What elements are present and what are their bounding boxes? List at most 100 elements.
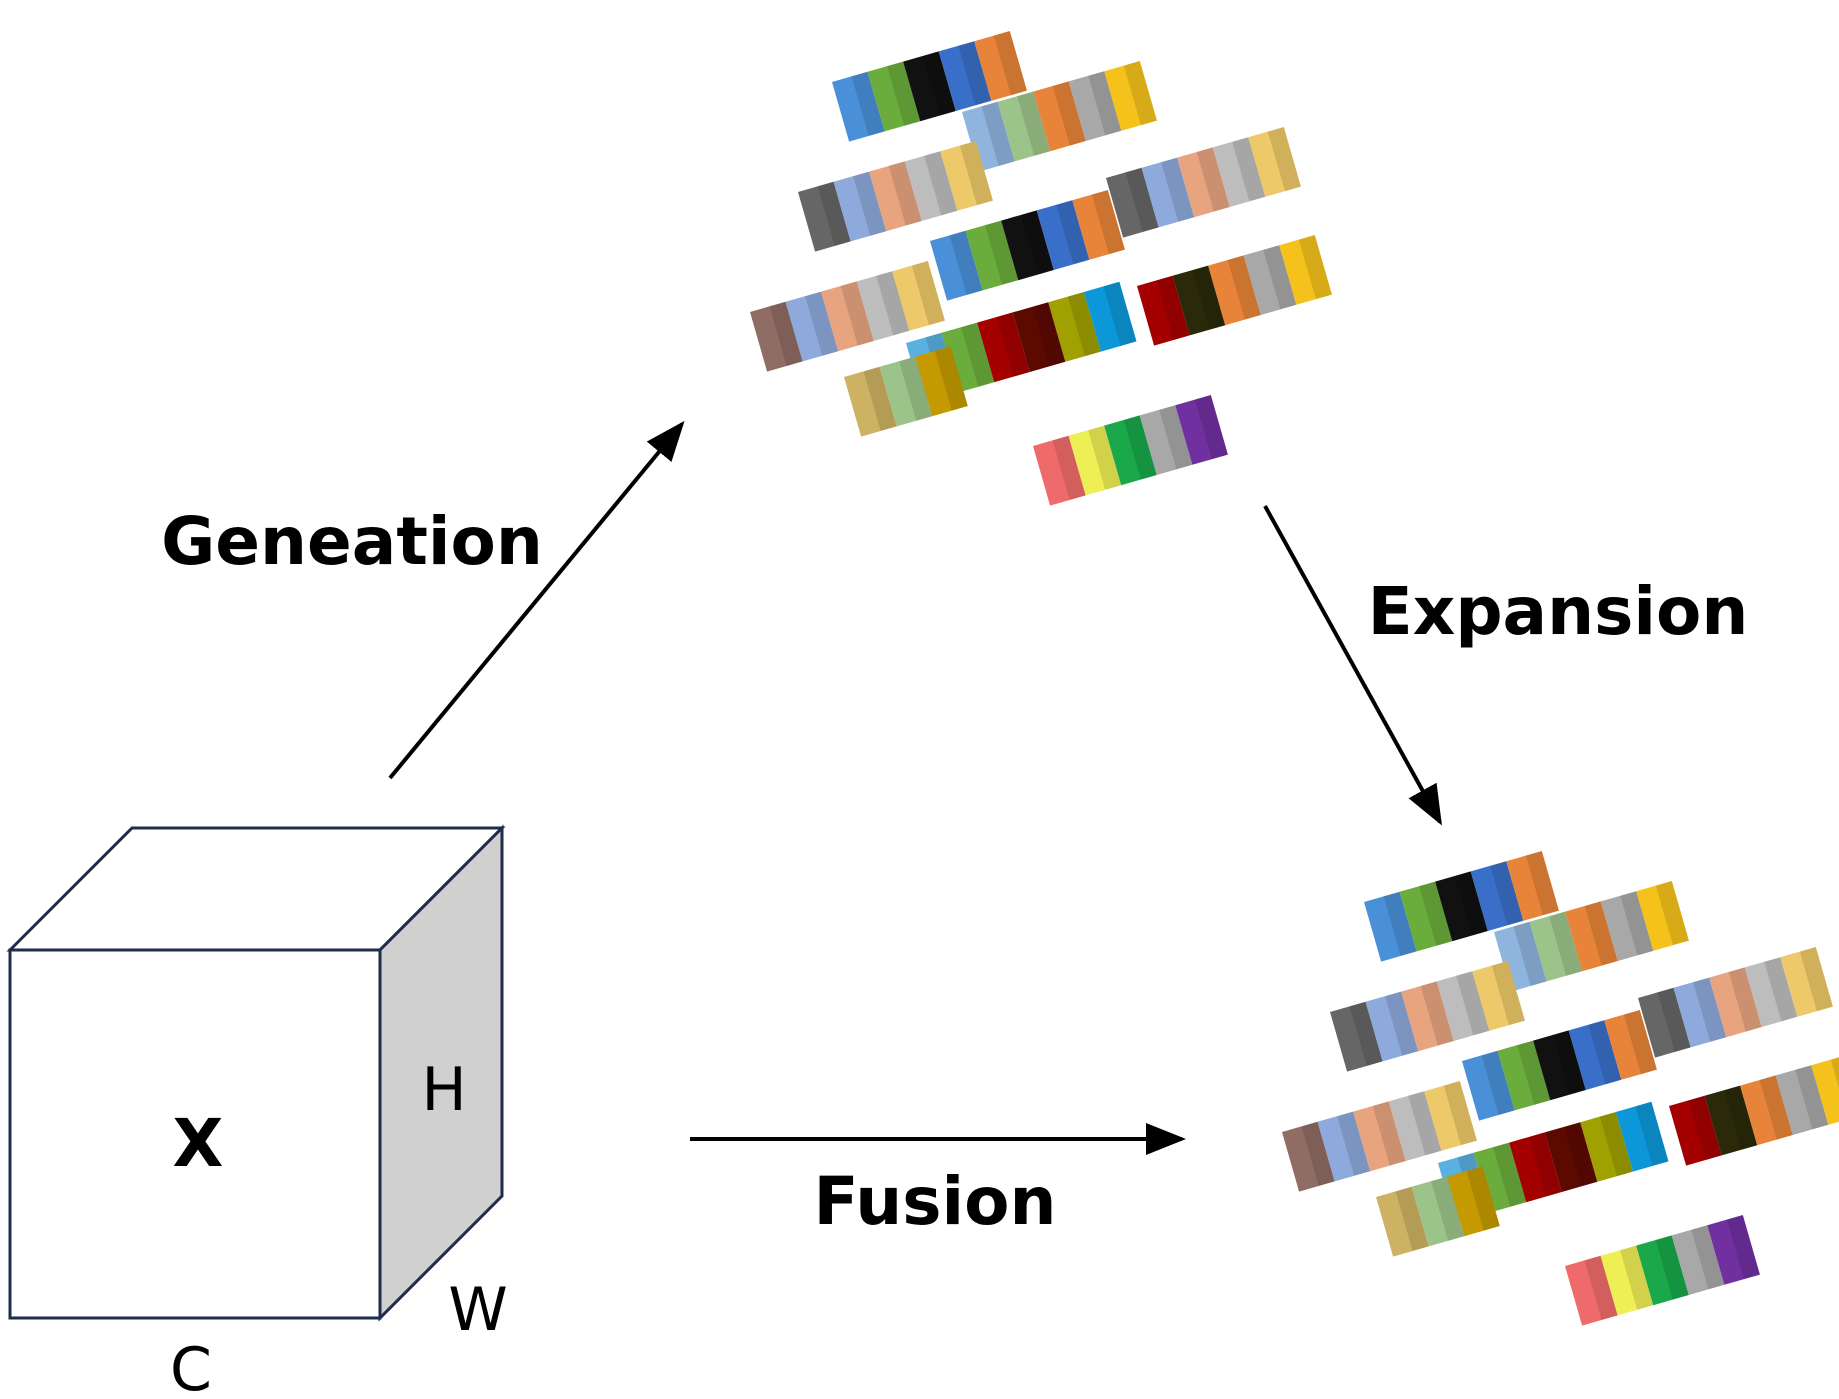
generated-token-shade (961, 322, 995, 387)
generated-token-shade (981, 101, 1015, 166)
expanded-token (1580, 1112, 1633, 1182)
generated-token-shade (888, 161, 922, 226)
expanded-token (1364, 891, 1417, 962)
generated-strip-4 (1106, 127, 1301, 238)
generated-token (1012, 302, 1066, 373)
generated-token-shade (924, 151, 958, 216)
generated-token (832, 71, 885, 142)
expanded-token (1353, 1101, 1406, 1172)
expanded-token (1506, 851, 1559, 921)
expanded-token-shade (1552, 1030, 1586, 1095)
generated-strip-1 (832, 31, 1027, 142)
expanded-token (1533, 1030, 1586, 1101)
generated-token (1208, 255, 1261, 326)
generated-token-shade (817, 181, 851, 246)
generated-strip-10 (1033, 395, 1228, 506)
generated-token (1033, 435, 1086, 506)
expanded-token-shade (1420, 981, 1454, 1046)
expanded-token-shade (1635, 1101, 1669, 1166)
generated-strip-9 (844, 346, 968, 437)
expanded-token-shade (1431, 1176, 1465, 1241)
expanded-token-shade (1620, 1245, 1654, 1310)
generated-token-shade (1267, 127, 1301, 192)
generated-strip-7 (1137, 235, 1332, 346)
expanded-token-shade (1584, 1255, 1618, 1320)
generated-token (1175, 395, 1228, 465)
generated-token (1104, 415, 1157, 486)
generated-token (1104, 61, 1157, 131)
expanded-token-shade (1584, 901, 1618, 966)
generated-token (1068, 425, 1122, 496)
generated-token-shade (805, 291, 839, 356)
generated-token (1137, 275, 1190, 346)
expanded-token (1436, 971, 1490, 1042)
expanded-token-shade (1517, 1040, 1551, 1105)
generated-token (750, 301, 803, 372)
expanded-token (1462, 1050, 1515, 1121)
generated-strip-2 (962, 61, 1157, 172)
generated-token (1083, 281, 1137, 352)
expanded-token-shade (1588, 1020, 1622, 1085)
expanded-token-shade (1691, 1225, 1725, 1290)
generated-token-shade (934, 346, 968, 411)
expanded-token-shade (1301, 1121, 1335, 1186)
generated-token (785, 291, 839, 362)
expanded-token (1401, 981, 1454, 1052)
generated-token (856, 271, 910, 342)
expanded-token (1775, 1065, 1829, 1136)
generated-token-shade (1017, 91, 1051, 156)
generated-token-shade (1232, 137, 1266, 202)
generated-token (1141, 157, 1195, 228)
expanded-token-shade (1528, 1132, 1562, 1197)
expanded-token (1529, 911, 1583, 982)
generated-token-shade (949, 230, 983, 295)
generated-token-shade (1194, 395, 1228, 460)
generated-token-shade (1125, 167, 1159, 232)
expanded-token (1472, 961, 1525, 1031)
expanded-token (1399, 881, 1453, 952)
generated-token-shade (1196, 147, 1230, 212)
generated-token (904, 151, 958, 222)
expanded-token (1671, 1225, 1725, 1296)
generated-token (1243, 245, 1297, 316)
expanded-token (1365, 991, 1419, 1062)
generated-token-shade (876, 271, 910, 336)
expanded-token-shade (1799, 947, 1833, 1012)
expanded-token (1497, 1040, 1551, 1111)
expanded-token (1470, 861, 1524, 932)
expanded-token-shade (1419, 881, 1453, 946)
tensor-cube: X H W C (6, 824, 508, 1399)
expanded-token-shade (1693, 977, 1727, 1042)
expanded-token (1388, 1091, 1442, 1162)
generated-token (997, 91, 1051, 162)
expanded-token-shade (1795, 1065, 1829, 1130)
expanded-token (1744, 957, 1798, 1028)
expanded-token (1780, 947, 1833, 1017)
generated-token-shade (1263, 245, 1297, 310)
expanded-strip-2 (1494, 881, 1689, 992)
expanded-token-shade (1525, 851, 1559, 916)
generated-token-shade (1103, 281, 1137, 346)
expanded-token-shade (1493, 1142, 1527, 1207)
expanded-token-shade (1564, 1122, 1598, 1187)
generated-token-shade (985, 220, 1019, 285)
generated-token (821, 281, 874, 352)
generated-token-shade (1298, 235, 1332, 300)
generated-token-shade (840, 281, 874, 346)
generated-token-shade (851, 71, 885, 136)
expanded-token (1376, 1186, 1429, 1257)
expanded-token-shade (1724, 1085, 1758, 1150)
expanded-token-shade (1372, 1101, 1406, 1166)
expanded-strip-3 (1330, 961, 1525, 1072)
tensor-x-label: X (173, 1105, 224, 1182)
generated-token (1068, 71, 1122, 142)
expansion-arrow (1263, 505, 1442, 826)
expanded-token (1707, 1215, 1760, 1285)
expanded-token (1636, 1235, 1689, 1306)
generated-token (1139, 405, 1193, 476)
generated-token-shade (1088, 425, 1122, 490)
expanded-token-shade (1385, 991, 1419, 1056)
expanded-token (1282, 1121, 1335, 1192)
expanded-token-shade (1491, 961, 1525, 1026)
